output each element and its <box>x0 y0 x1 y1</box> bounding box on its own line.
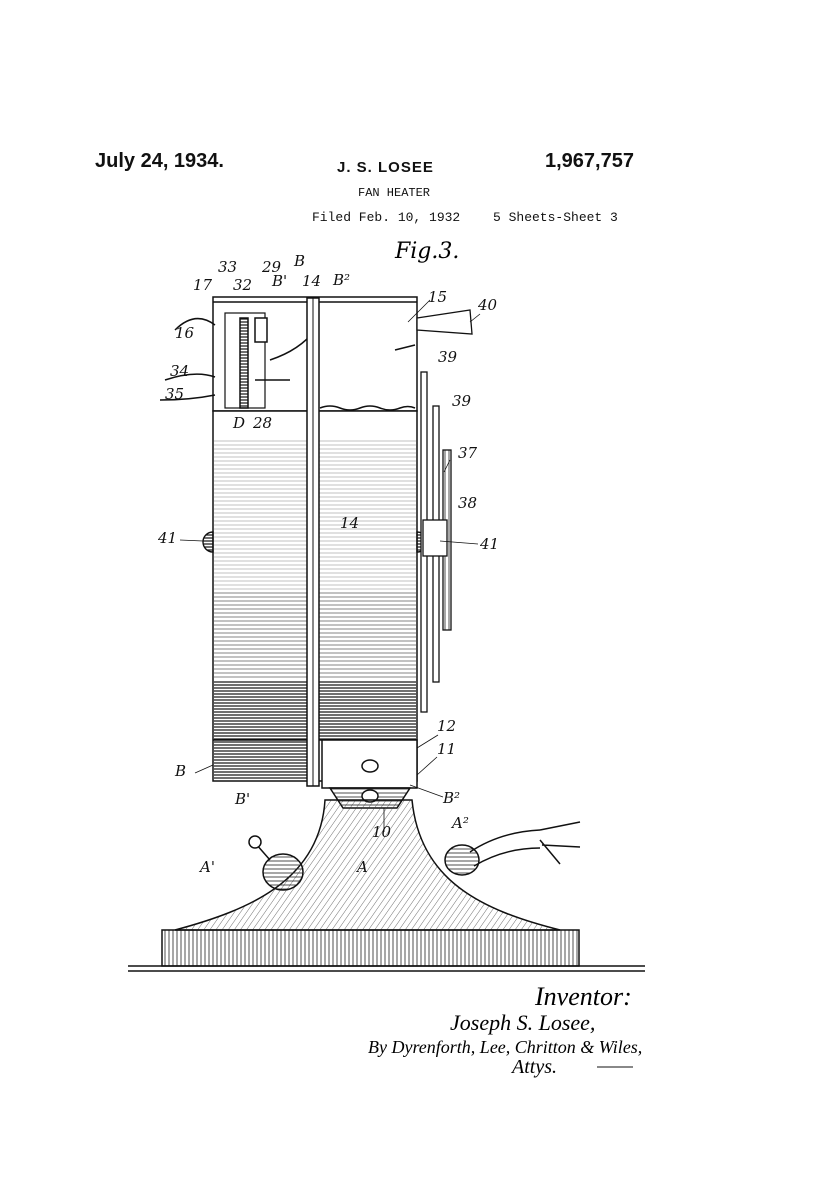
ref-34: 34 <box>170 362 189 380</box>
ref-a2: A² <box>450 814 469 832</box>
ref-11: 11 <box>437 740 456 758</box>
ref-41-left: 41 <box>157 529 177 547</box>
attys-label: Attys. <box>510 1056 557 1078</box>
ref-39a: 39 <box>438 348 458 366</box>
ref-a-prime: A' <box>198 858 215 876</box>
signature-block: Inventor: Joseph S. Losee, By Dyrenforth… <box>368 982 642 1078</box>
ref-14-top: 14 <box>302 272 321 290</box>
ref-14-mid: 14 <box>340 514 359 532</box>
ref-15: 15 <box>428 288 447 306</box>
ref-12: 12 <box>437 717 456 735</box>
ref-39b: 39 <box>452 392 472 410</box>
ref-a: A <box>355 858 368 876</box>
figure-label: Fig.3. <box>394 239 459 264</box>
ref-29: 29 <box>261 258 282 276</box>
ref-32: 32 <box>233 276 252 294</box>
ref-41-right: 41 <box>479 535 499 553</box>
top-housing <box>159 296 418 412</box>
ref-35: 35 <box>165 385 184 403</box>
ref-10: 10 <box>372 823 392 841</box>
ref-37: 37 <box>458 444 478 462</box>
inventor-heading: Inventor: <box>534 982 632 1011</box>
inventor-signature-name: Joseph S. Losee, <box>450 1010 595 1035</box>
ref-40: 40 <box>477 296 498 314</box>
ref-38: 38 <box>458 494 477 512</box>
patent-number: 1,967,757 <box>545 150 634 172</box>
ref-b-prime-bottom: B' <box>234 790 250 808</box>
reference-numerals: 33 29 B B' 14 B² 17 32 15 40 16 39 34 35… <box>157 252 499 876</box>
ref-b-bottom: B <box>174 762 186 780</box>
inventor-name: J. S. LOSEE <box>337 159 434 176</box>
fan-blades <box>416 309 473 713</box>
ref-d: D <box>232 414 245 432</box>
ref-b-top: B <box>293 252 305 270</box>
ref-17: 17 <box>193 276 213 294</box>
patent-title: FAN HEATER <box>358 186 431 200</box>
cylinder-body <box>212 297 418 787</box>
patent-date: July 24, 1934. <box>95 150 224 172</box>
ref-33: 33 <box>218 258 237 276</box>
pedestal-stand <box>128 799 645 972</box>
ref-28: 28 <box>252 414 272 432</box>
sheet-count: 5 Sheets-Sheet 3 <box>493 210 618 225</box>
base-block <box>321 739 418 809</box>
filed-date: Filed Feb. 10, 1932 <box>312 210 461 225</box>
leader-lines <box>179 299 481 832</box>
ref-16: 16 <box>175 324 195 342</box>
ref-b-prime-top: B' <box>271 272 287 290</box>
attorneys-line: By Dyrenforth, Lee, Chritton & Wiles, <box>368 1037 642 1057</box>
ref-b2-bottom: B² <box>442 789 460 807</box>
ref-b2-top: B² <box>332 271 350 289</box>
